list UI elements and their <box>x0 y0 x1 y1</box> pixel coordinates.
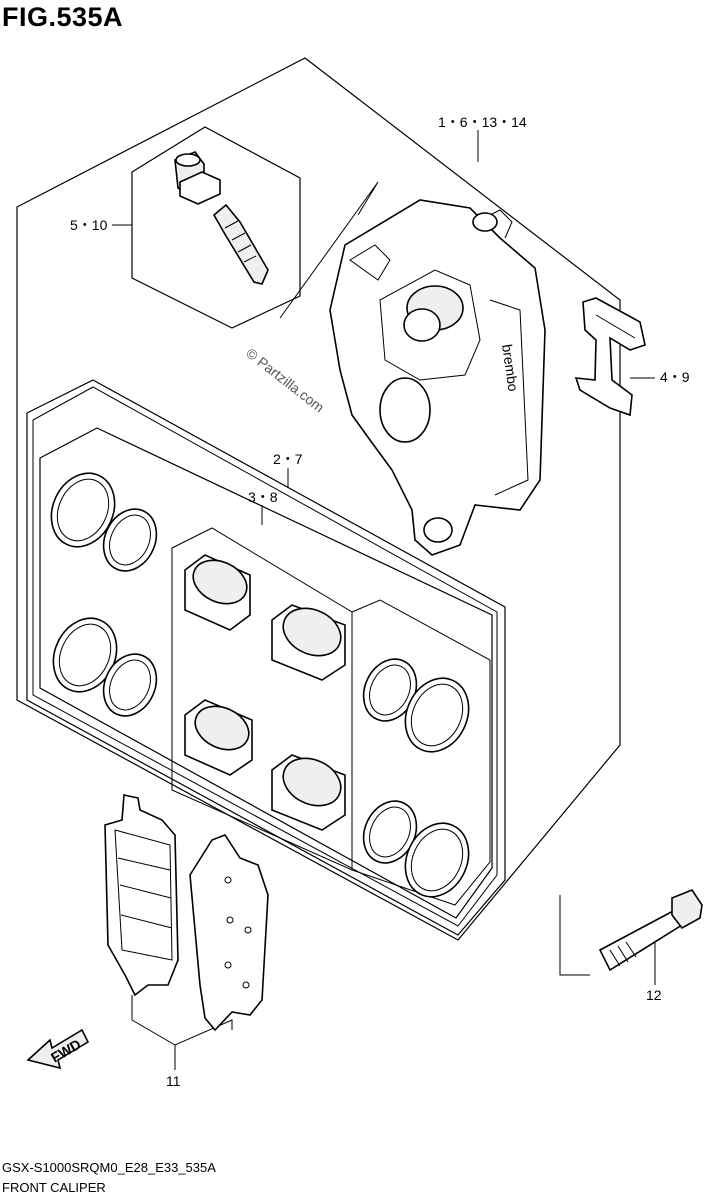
main-assembly-frame <box>16 57 621 941</box>
bleeder-cap <box>174 151 221 205</box>
bleeder-frame <box>131 126 301 329</box>
seal-kit-frame-inner <box>32 386 498 927</box>
diagram-name: FRONT CALIPER <box>2 1180 106 1195</box>
pad-spring <box>574 297 646 417</box>
callout-spring: 4・9 <box>660 369 690 385</box>
bleeder-valve <box>212 203 269 285</box>
diagram-code: GSX-S1000SRQM0_E28_E33_535A <box>2 1160 216 1175</box>
callout-piston-set: 3・8 <box>248 489 278 505</box>
piston-inner-frame-2 <box>351 599 491 906</box>
callout-bolt: 12 <box>646 987 662 1003</box>
brake-pad-inner <box>189 834 269 1032</box>
callout-pads: 11 <box>166 1073 181 1089</box>
caliper-brand-label: brembo <box>499 343 521 392</box>
callout-seal-kit: 2・7 <box>273 451 303 467</box>
mounting-bolt <box>598 889 703 972</box>
callout-caliper: 1・6・13・14 <box>438 114 527 130</box>
figure-title: FIG.535A <box>2 2 124 32</box>
watermark: © Partzilla.com <box>243 345 327 416</box>
piston-seals-left <box>50 472 158 717</box>
bolt-bracket <box>559 895 590 976</box>
caliper-body: brembo <box>329 199 546 556</box>
piston-seals-right <box>362 658 470 898</box>
callout-bleeder: 5・10 <box>70 217 108 233</box>
seal-kit-frame <box>26 379 506 936</box>
pistons <box>184 554 346 831</box>
piston-set-frame <box>39 427 493 919</box>
fwd-arrow-icon: FWD <box>26 1028 90 1070</box>
bleeder-arrow <box>279 181 379 319</box>
brake-pad-outer <box>104 794 179 997</box>
